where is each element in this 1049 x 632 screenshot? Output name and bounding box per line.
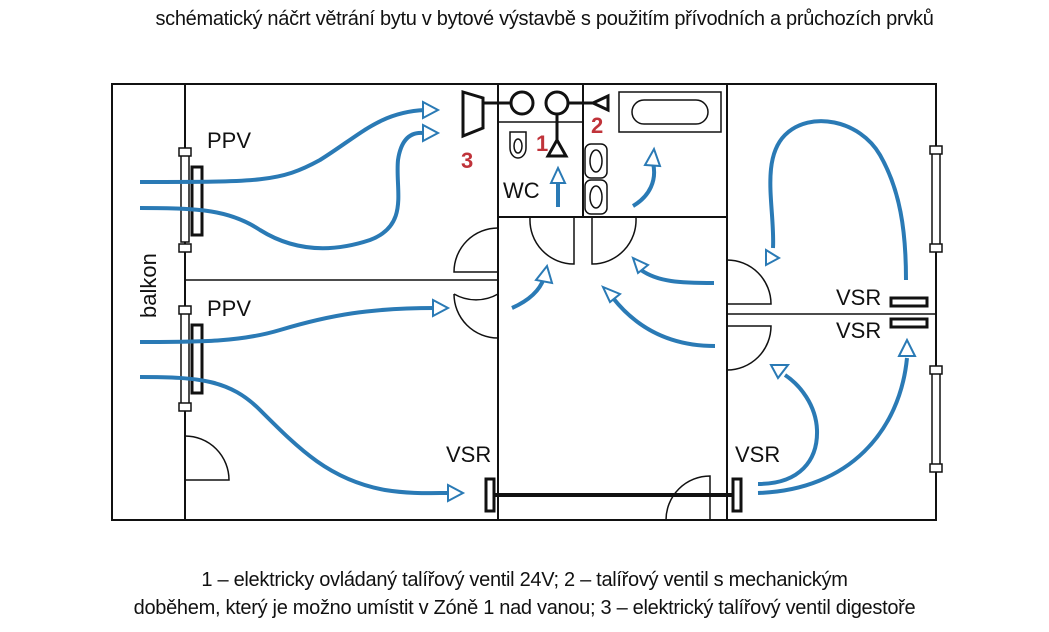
vsr-label-room: VSR — [735, 442, 780, 467]
vsr-device-room — [731, 477, 743, 513]
ppv-label-lower: PPV — [207, 296, 251, 321]
valve-number-2: 2 — [591, 113, 603, 138]
vsr-device-hall — [484, 477, 496, 513]
diagram-caption: 1 – elektricky ovládaný talířový ventil … — [0, 566, 1049, 622]
valve-2-icon — [589, 93, 610, 113]
valve-1-icon — [545, 136, 569, 158]
balcony-label: balkon — [136, 253, 161, 318]
diagram-title: schématický náčrt větrání bytu v bytové … — [155, 8, 934, 30]
wc-bowl — [509, 131, 527, 159]
outer-wall — [111, 83, 937, 521]
ppv-device-upper — [190, 165, 204, 237]
window-upper-left — [178, 147, 192, 253]
door-arcs — [184, 217, 772, 521]
valve-number-1: 1 — [536, 131, 548, 156]
exhaust-duct-symbols — [461, 89, 610, 158]
caption-line-1: 1 – elektricky ovládaný talířový ventil … — [201, 569, 848, 591]
vsr-label-right-upper: VSR — [836, 285, 881, 310]
window-lower-left — [178, 305, 192, 412]
washbasin-lower — [584, 179, 608, 215]
vsr-device-right-upper — [889, 296, 929, 308]
wc-label: WC — [503, 178, 540, 203]
window-lower-right — [929, 365, 943, 473]
duct-circle-icon — [544, 90, 570, 116]
window-upper-right — [929, 145, 943, 253]
ppv-label-upper: PPV — [207, 128, 251, 153]
ppv-device-lower — [190, 323, 204, 395]
airflow-arrows — [139, 100, 917, 503]
hood-valve-3-icon — [461, 89, 485, 139]
duct-circle-icon — [509, 90, 535, 116]
washbasin-upper — [584, 143, 608, 179]
vsr-label-right-lower: VSR — [836, 318, 881, 343]
vsr-label-hall: VSR — [446, 442, 491, 467]
caption-line-2: doběhem, který je možno umístit v Zóně 1… — [133, 597, 916, 619]
bathtub-basin — [631, 99, 709, 125]
valve-number-3: 3 — [461, 148, 473, 173]
vsr-device-right-lower — [889, 317, 929, 329]
